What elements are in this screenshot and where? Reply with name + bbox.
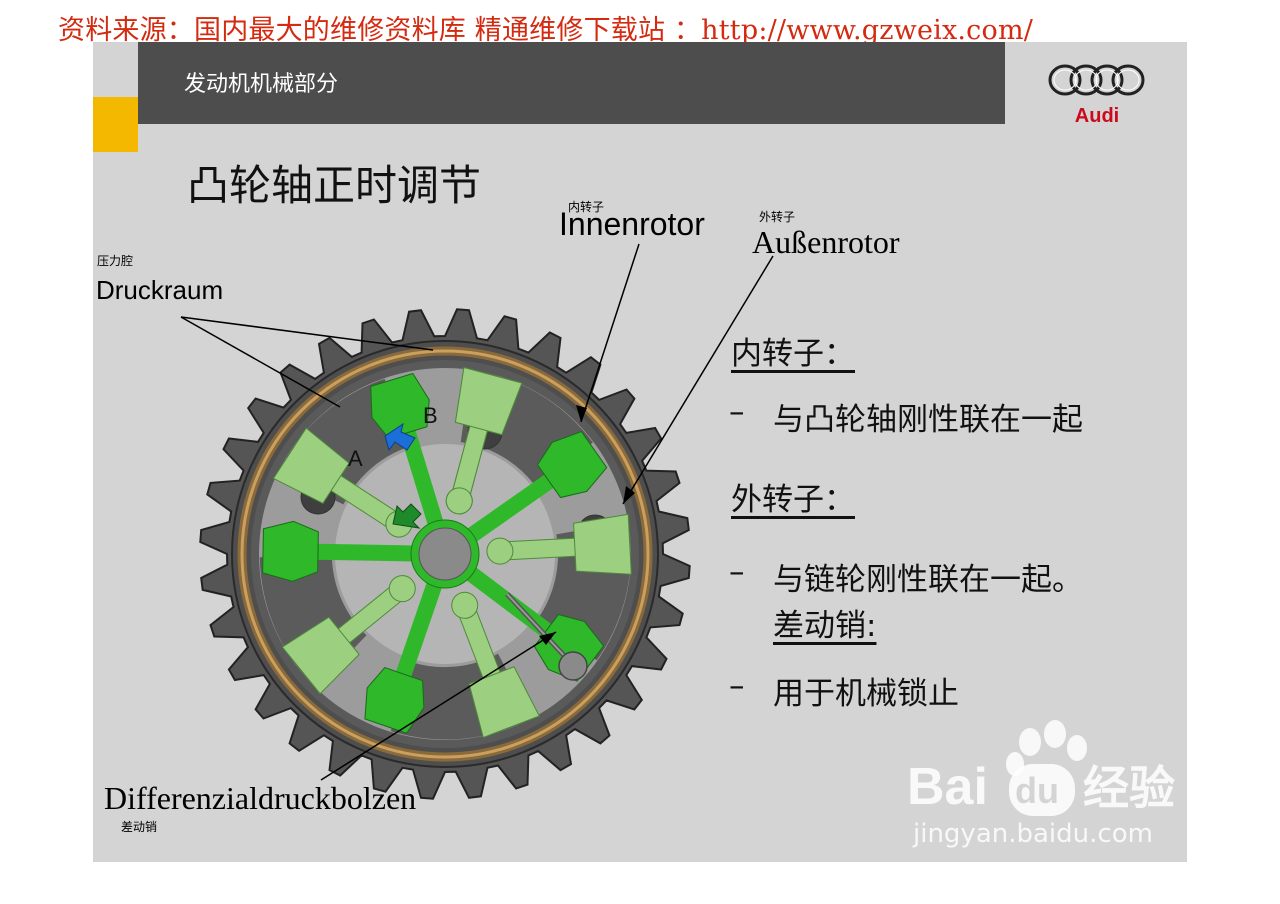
inner-rotor-item: 与凸轮轴刚性联在一起 [773, 402, 1083, 438]
slide-title: 凸轮轴正时调节 [187, 161, 482, 210]
diff-pin-heading: 差动销: [773, 608, 877, 644]
locking-pin [281, 575, 416, 695]
bullet-dash: – [729, 394, 745, 430]
outer-rotor-cn-label: 外转子 [759, 210, 796, 224]
watermark-brand-du: du [1015, 770, 1059, 811]
bullet-dash: – [729, 554, 745, 590]
chamber-a-label: A [348, 446, 363, 471]
inner-rotor-vane [464, 430, 608, 544]
header-bar: 发动机机械部分 [138, 42, 1005, 124]
audi-wordmark: Audi [1075, 105, 1119, 126]
watermark-url: jingyan.baidu.com [912, 819, 1153, 849]
outer-rotor-heading: 外转子： [731, 482, 855, 518]
outer-rotor-item: 与链轮刚性联在一起。 [773, 562, 1083, 598]
leader-lines [180, 243, 774, 781]
locking-pin [486, 513, 632, 575]
vanes [262, 366, 632, 739]
inner-rotor-vane [364, 579, 443, 734]
differential-pin [558, 651, 588, 681]
source-note: 资料来源：国内最大的维修资料库 精通维修下载站 ：http://www.gzwe… [58, 15, 1034, 46]
baidu-watermark: Bai du 经验 jingyan.baidu.com [905, 712, 1195, 852]
baidu-paw-icon: Bai du 经验 jingyan.baidu.com [907, 720, 1175, 849]
slide: 发动机机械部分 Audi 凸轮轴正时调节 [93, 42, 1187, 862]
locking-pin [445, 366, 523, 515]
locking-pin [451, 591, 541, 739]
arrowheads [539, 405, 635, 645]
pressure-chamber-cn-label: 压力腔 [97, 254, 134, 268]
audi-logo: Audi [1048, 64, 1145, 126]
accent-block [93, 97, 138, 152]
camshaft-bore [418, 527, 472, 581]
inner-rotor-vane [262, 520, 416, 582]
inner-rotor-cn-label: 内转子 [568, 200, 605, 214]
inner-rotor-de-label: Innenrotor [559, 206, 705, 242]
pressure-chamber-de-label: Druckraum [96, 275, 224, 305]
blue-arrow-icon [384, 422, 416, 452]
inner-rotor-heading: 内转子： [731, 336, 855, 372]
diff-pin-item: 用于机械锁止 [773, 676, 959, 712]
section-title: 发动机机械部分 [184, 72, 339, 97]
bullet-dash: – [729, 668, 745, 704]
watermark-suffix: 经验 [1083, 761, 1175, 815]
green-arrow-icon [392, 503, 422, 529]
camshaft-adjuster-diagram: A B [180, 243, 774, 800]
outer-rotor-de-label: Außenrotor [752, 224, 900, 260]
diff-pin-de-label: Differenzialdruckbolzen [104, 780, 417, 816]
diff-pin-cn-label: 差动销 [121, 820, 158, 834]
watermark-brand: Bai [907, 758, 988, 816]
chamber-b-label: B [423, 403, 438, 428]
